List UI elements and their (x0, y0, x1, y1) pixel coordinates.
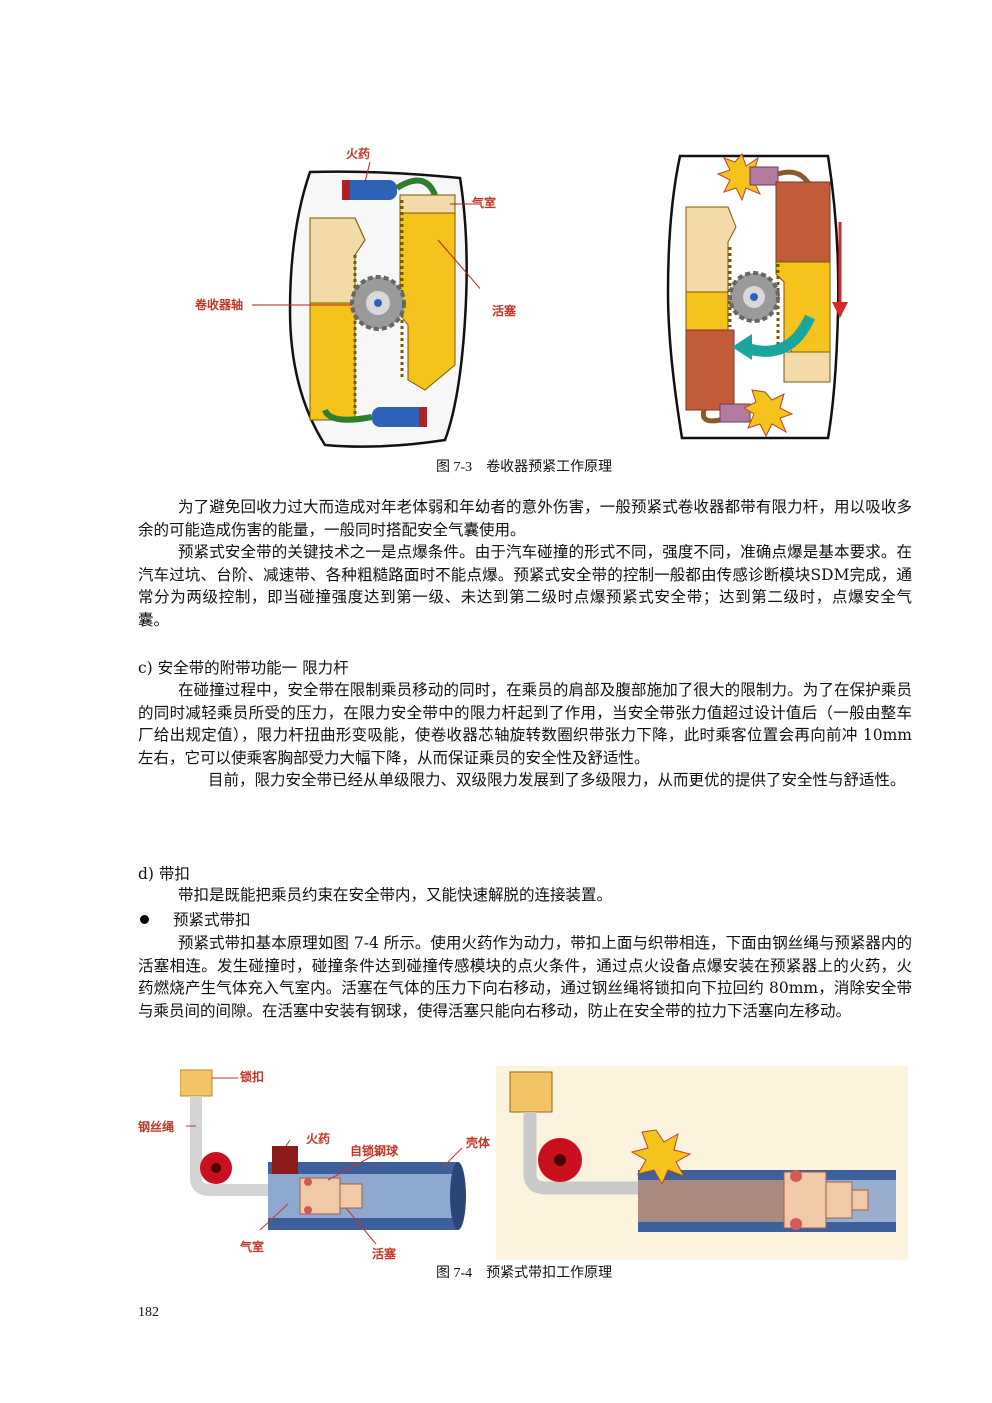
section-d-body: 预紧式带扣基本原理如图 7-4 所示。使用火药作为动力，带扣上面与织带相连，下面… (138, 932, 912, 1022)
figure-7-4-right-diagram (496, 1066, 908, 1260)
label-wire-rope: 钢丝绳 (138, 1120, 175, 1134)
section-c-heading: c) 安全带的附带功能一 限力杆 (138, 659, 349, 677)
label-gas-chamber-text: 气室 (472, 196, 497, 210)
figure-7-3-right-diagram (666, 153, 848, 440)
label-gas-chamber-7-4: 气室 (240, 1240, 265, 1254)
figure-7-3-left-diagram (252, 161, 480, 448)
label-propellant-7-4: 火药 (306, 1132, 331, 1146)
label-piston-text: 活塞 (492, 304, 517, 318)
label-lock-ball: 自锁钢球 (350, 1144, 399, 1158)
paragraph-ignition-conditions: 预紧式安全带的关键技术之一是点爆条件。由于汽车碰撞的形式不同，强度不同，准确点爆… (138, 543, 912, 629)
label-buckle: 锁扣 (240, 1070, 265, 1084)
paragraph-buckle-principle: 预紧式带扣基本原理如图 7-4 所示。使用火药作为动力，带扣上面与织带相连，下面… (138, 934, 912, 1020)
paragraph-force-limiter-function: 在碰撞过程中，安全带在限制乘员移动的同时，在乘员的肩部及腹部施加了很大的限制力。… (138, 681, 912, 767)
label-propellant-text: 火药 (346, 147, 371, 161)
bullet-pretension-buckle: 预紧式带扣 (138, 908, 251, 930)
label-retractor-shaft-text: 卷收器轴 (195, 298, 244, 312)
paragraph-force-limiter-levels: 目前，限力安全带已经从单级限力、双级限力发展到了多级限力，从而更优的提供了安全性… (208, 771, 906, 789)
section-d-intro-block: 带扣是既能把乘员约束在安全带内，又能快速解脱的连接装置。 (138, 884, 912, 907)
figure-7-3-caption: 图 7-3 卷收器预紧工作原理 (436, 460, 613, 475)
page-number: 182 (138, 1305, 159, 1320)
label-piston-7-4: 活塞 (372, 1247, 397, 1261)
figure-7-4-left-diagram (180, 1069, 466, 1245)
bullet-dot-icon (140, 914, 149, 924)
paragraphs-top: 为了避免回收力过大而造成对年老体弱和年幼者的意外伤害，一般预紧式卷收器都带有限力… (138, 496, 912, 631)
section-c-body: 在碰撞过程中，安全带在限制乘员移动的同时，在乘员的肩部及腹部施加了很大的限制力。… (138, 679, 912, 792)
section-d-intro: 带扣是既能把乘员约束在安全带内，又能快速解脱的连接装置。 (178, 886, 613, 904)
section-d-heading: d) 带扣 (138, 865, 190, 883)
label-housing: 壳体 (466, 1136, 491, 1150)
figure-7-4-caption: 图 7-4 预紧式带扣工作原理 (436, 1266, 613, 1281)
paragraph-force-limiter-intro: 为了避免回收力过大而造成对年老体弱和年幼者的意外伤害，一般预紧式卷收器都带有限力… (138, 498, 912, 539)
bullet-label: 预紧式带扣 (173, 911, 251, 929)
